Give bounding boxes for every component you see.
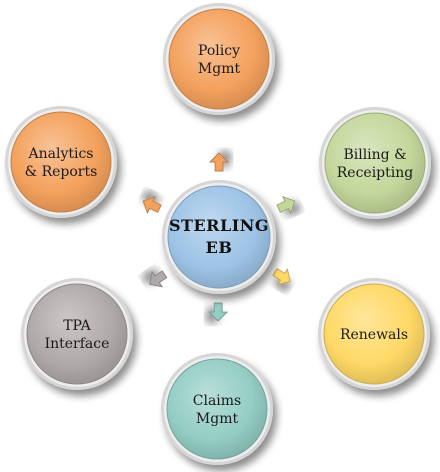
billing-receipting-node-label-0: Billing &: [343, 147, 406, 163]
arrow-to-claims-mgmt: [208, 302, 229, 322]
policy-mgmt-node-label-1: Mgmt: [198, 61, 241, 77]
center-node-label-1: EB: [206, 238, 233, 257]
center-node-disc: [167, 185, 271, 289]
policy-mgmt-node-label-0: Policy: [198, 43, 240, 59]
claims-mgmt-node-label-1: Mgmt: [196, 411, 239, 427]
claims-mgmt-node-disc: [166, 358, 268, 460]
analytics-reports-node: Analytics & Reports: [5, 106, 117, 218]
arrow-to-billing-receipting: [276, 196, 296, 215]
center-node: STERLING EB: [162, 180, 276, 294]
renewals-node: Renewals: [318, 278, 430, 390]
billing-receipting-node: Billing & Receipting: [319, 107, 431, 219]
policy-mgmt-node-disc: [168, 8, 270, 110]
arrow-to-policy-mgmt: [209, 152, 229, 172]
tpa-interface-node-disc: [26, 283, 128, 385]
tpa-interface-node-label-1: Interface: [45, 336, 110, 352]
arrow-to-renewals: [272, 268, 291, 286]
billing-receipting-node-disc: [324, 112, 426, 214]
center-group: STERLING EB: [162, 180, 276, 294]
renewals-node-label-0: Renewals: [340, 327, 408, 343]
analytics-reports-node-label-0: Analytics: [28, 146, 94, 162]
center-node-label-0: STERLING: [169, 216, 269, 235]
arrow-to-analytics-reports: [142, 196, 162, 215]
tpa-interface-node-label-0: TPA: [63, 318, 91, 334]
analytics-reports-node-label-1: & Reports: [25, 164, 98, 180]
billing-receipting-node-label-1: Receipting: [337, 165, 414, 181]
arrows-group: [142, 152, 296, 322]
analytics-reports-node-disc: [10, 111, 112, 213]
arrow-to-tpa-interface: [149, 270, 168, 288]
claims-mgmt-node-label-0: Claims: [193, 393, 241, 409]
renewals-node-disc: [323, 283, 425, 385]
tpa-interface-node: TPA Interface: [21, 278, 133, 390]
